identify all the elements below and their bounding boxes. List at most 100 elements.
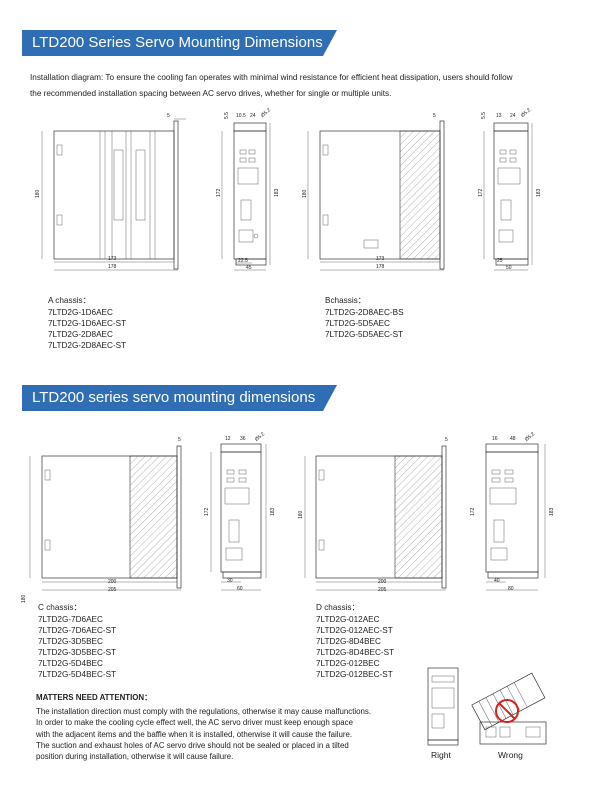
- a-chassis-front-view: [221, 122, 271, 271]
- orientation-wrong-figure: [471, 672, 547, 745]
- c-front-hole-dim: Ø5.2: [254, 431, 266, 443]
- notes-line: In order to make the cooling cycle effec…: [36, 718, 353, 728]
- notes-line: The suction and exhaust holes of AC serv…: [36, 740, 349, 750]
- section-title-2: LTD200 series servo mounting dimensions: [32, 389, 316, 406]
- c-side-width2-dim: 205: [108, 587, 117, 593]
- b-chassis-front-view: [483, 122, 533, 271]
- list-item: 7LTD2G-5D5AEC-ST: [325, 330, 404, 339]
- a-front-bottom1-dim: 22.5: [238, 258, 248, 264]
- c-front-top1-dim: 12: [225, 436, 231, 442]
- c-side-height-dim: 180: [21, 594, 27, 603]
- list-item: 7LTD2G-5D4BEC-ST: [38, 670, 117, 679]
- section-title: LTD200 Series Servo Mounting Dimensions: [32, 34, 323, 51]
- c-chassis-front-view: [210, 443, 267, 591]
- notes-heading: MATTERS NEED ATTENTION：: [36, 693, 153, 702]
- a-front-top1-dim: 10.5: [236, 113, 246, 119]
- b-side-height-dim: 180: [302, 189, 308, 198]
- b-side-width2-dim: 178: [376, 264, 385, 270]
- list-item: 7LTD2G-012AEC-ST: [316, 626, 393, 635]
- b-front-top-offset-dim: 5.5: [481, 112, 487, 119]
- a-side-top-dim: 5: [167, 113, 170, 119]
- list-item: 7LTD2G-2D8AEC-BS: [325, 308, 404, 317]
- b-front-top1-dim: 13: [496, 113, 502, 119]
- a-front-height2-dim: 183: [274, 188, 280, 197]
- list-item: 7LTD2G-3D5BEC: [38, 637, 103, 646]
- list-item: 7LTD2G-3D5BEC-ST: [38, 648, 117, 657]
- attention-notes: MATTERS NEED ATTENTION： The installation…: [36, 692, 401, 762]
- d-front-height1-dim: 172: [470, 507, 476, 516]
- list-item: 7LTD2G-2D8AEC-ST: [48, 341, 127, 350]
- b-front-bottom2-dim: 50: [506, 265, 512, 271]
- d-chassis-side-view: [304, 445, 447, 591]
- c-front-height2-dim: 183: [270, 507, 276, 516]
- chassis-d-list: D chassis： 7LTD2G-012AEC 7LTD2G-012AEC-S…: [316, 602, 394, 680]
- a-side-height-dim: 180: [35, 189, 41, 198]
- list-item: 7LTD2G-8D4BEC: [316, 637, 381, 646]
- a-chassis-side-view: [41, 118, 186, 271]
- list-item: 7LTD2G-7D6AEC: [38, 615, 103, 624]
- a-front-bottom2-dim: 45: [246, 265, 252, 271]
- list-item: 7LTD2G-8D4BEC-ST: [316, 648, 395, 657]
- d-side-width1-dim: 200: [378, 579, 387, 585]
- chassis-b-list: Bchassis： 7LTD2G-2D8AEC-BS 7LTD2G-5D5AEC…: [325, 295, 404, 340]
- a-front-hole-dim: Ø5.2: [260, 107, 272, 119]
- b-front-hole-dim: Ø5.2: [520, 107, 532, 119]
- b-chassis-side-view: [307, 120, 445, 271]
- d-side-width2-dim: 205: [378, 587, 387, 593]
- a-side-width2-dim: 178: [108, 264, 117, 270]
- chassis-c-list: C chassis： 7LTD2G-7D6AEC 7LTD2G-7D6AEC-S…: [38, 602, 116, 680]
- d-front-top2-dim: 48: [510, 436, 516, 442]
- b-front-bottom1-dim: 25: [497, 258, 503, 264]
- section-title-banner-2: LTD200 series servo mounting dimensions: [22, 385, 337, 411]
- c-front-bottom1-dim: 30: [227, 578, 233, 584]
- c-front-top2-dim: 36: [240, 436, 246, 442]
- b-side-width1-dim: 173: [376, 256, 385, 262]
- c-front-bottom2-dim: 60: [237, 586, 243, 592]
- intro-line-2: the recommended installation spacing bet…: [30, 88, 392, 98]
- d-front-top1-dim: 16: [492, 436, 498, 442]
- c-chassis-side-view: [29, 445, 182, 591]
- d-chassis-front-view: [485, 443, 546, 591]
- b-front-height2-dim: 183: [536, 188, 542, 197]
- d-front-bottom1-dim: 40: [494, 578, 500, 584]
- chassis-b-title: Bchassis：: [325, 296, 366, 305]
- orientation-right-figure: [427, 667, 459, 746]
- d-front-height2-dim: 183: [549, 507, 555, 516]
- notes-line: position during installation, otherwise …: [36, 752, 234, 762]
- a-front-top-offset-dim: 5.5: [224, 112, 230, 119]
- orientation-right-label: Right: [431, 750, 451, 760]
- d-front-bottom2-dim: 80: [508, 586, 514, 592]
- orientation-wrong-label: Wrong: [498, 750, 523, 760]
- list-item: 7LTD2G-5D5AEC: [325, 319, 390, 328]
- notes-line: The installation direction must comply w…: [36, 707, 372, 717]
- b-front-height1-dim: 172: [478, 188, 484, 197]
- intro-paragraph: Installation diagram: To ensure the cool…: [30, 70, 570, 101]
- list-item: 7LTD2G-2D8AEC: [48, 330, 113, 339]
- d-front-hole-dim: Ø5.2: [524, 431, 536, 443]
- list-item: 7LTD2G-1D6AEC-ST: [48, 319, 127, 328]
- b-side-top-dim: 5: [433, 113, 436, 119]
- list-item: 7LTD2G-012BEC-ST: [316, 670, 393, 679]
- chassis-d-title: D chassis：: [316, 603, 360, 612]
- notes-line: with the adjacent items and the baffle w…: [36, 729, 353, 739]
- c-side-top-dim: 5: [178, 437, 181, 443]
- d-side-top-dim: 5: [445, 437, 448, 443]
- d-side-height-dim: 180: [298, 510, 304, 519]
- list-item: 7LTD2G-7D6AEC-ST: [38, 626, 117, 635]
- chassis-a-title: A chassis：: [48, 296, 91, 305]
- a-front-top2-dim: 24: [250, 113, 256, 119]
- a-side-width1-dim: 173: [108, 256, 117, 262]
- prohibited-icon: [495, 699, 519, 723]
- c-front-height1-dim: 172: [204, 507, 210, 516]
- a-front-height1-dim: 172: [216, 188, 222, 197]
- list-item: 7LTD2G-012BEC: [316, 659, 380, 668]
- chassis-a-list: A chassis： 7LTD2G-1D6AEC 7LTD2G-1D6AEC-S…: [48, 295, 126, 351]
- intro-line-1: Installation diagram: To ensure the cool…: [30, 73, 513, 82]
- b-front-top2-dim: 24: [510, 113, 516, 119]
- list-item: 7LTD2G-5D4BEC: [38, 659, 103, 668]
- chassis-c-title: C chassis：: [38, 603, 82, 612]
- c-side-width1-dim: 200: [108, 579, 117, 585]
- list-item: 7LTD2G-012AEC: [316, 615, 380, 624]
- section-title-banner: LTD200 Series Servo Mounting Dimensions: [22, 30, 337, 56]
